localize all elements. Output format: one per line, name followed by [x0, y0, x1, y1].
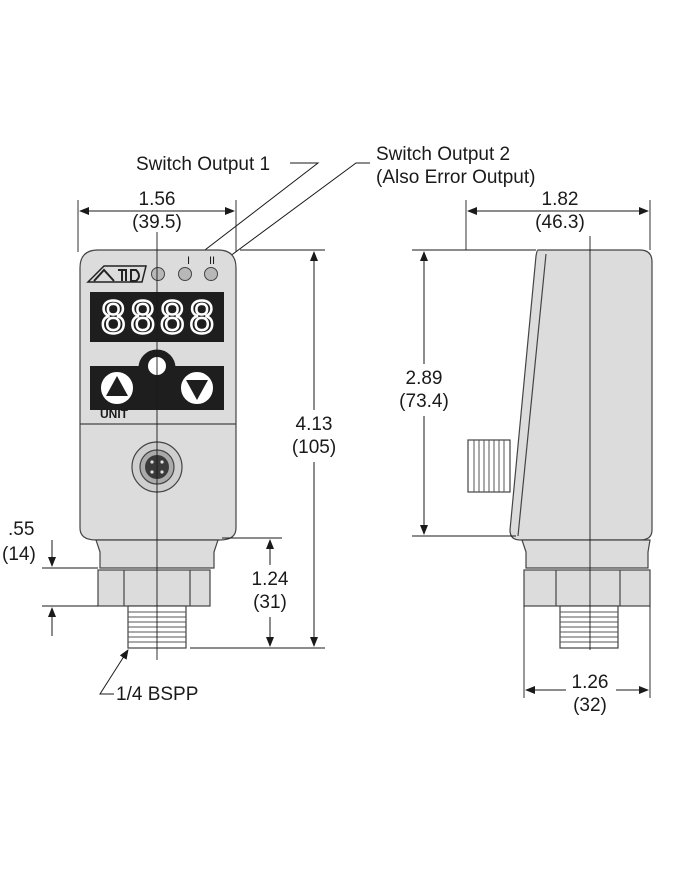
led-output-1-icon: [178, 267, 192, 281]
front-hex-nut: [97, 569, 211, 607]
hex-width-mm: (32): [573, 695, 607, 716]
front-width-in: 1.56: [139, 189, 176, 210]
led-2-label: II: [209, 255, 215, 267]
switch-output-2-label: Switch Output 2: [376, 144, 510, 165]
front-view: 1.56 (39.5) I II 8888 UNIT: [2, 189, 344, 705]
up-arrow-button-icon: [106, 376, 128, 396]
brand-logo: [86, 265, 147, 283]
display-digits: 8888: [100, 293, 218, 344]
side-hex-nut: [523, 569, 651, 607]
led-output-2-icon: [204, 267, 218, 281]
side-housing: [509, 249, 653, 541]
front-width-mm: (39.5): [132, 212, 182, 233]
side-collar: [521, 539, 651, 569]
thread-label: 1/4 BSPP: [116, 684, 198, 705]
down-arrow-button-icon: [186, 380, 208, 400]
led-1-label: I: [187, 255, 190, 267]
led-status-icon: [151, 267, 165, 281]
side-connector-icon: [467, 439, 511, 493]
collar-height-mm: (14): [2, 544, 36, 565]
callout-switch-output-1: Switch Output 1: [136, 154, 320, 264]
switch-output-2-sublabel: (Also Error Output): [376, 167, 535, 188]
callout-switch-output-2: Switch Output 2 (Also Error Output): [213, 144, 535, 269]
side-height-mm: (73.4): [399, 391, 449, 412]
side-depth-in: 1.82: [542, 189, 579, 210]
side-height-in: 2.89: [406, 368, 443, 389]
fitting-height-mm: (31): [253, 592, 287, 613]
side-view: 1.82 (46.3) 2.89 (73.4): [392, 189, 653, 716]
front-height-mm: (105): [292, 437, 336, 458]
front-height-in: 4.13: [296, 414, 333, 435]
hex-width-in: 1.26: [572, 672, 609, 693]
led-indicators: I II: [151, 255, 218, 281]
unit-label: UNIT: [100, 407, 129, 421]
switch-output-1-label: Switch Output 1: [136, 154, 270, 175]
collar-height-in: .55: [8, 519, 34, 540]
fitting-height-in: 1.24: [252, 569, 289, 590]
side-depth-mm: (46.3): [535, 212, 585, 233]
